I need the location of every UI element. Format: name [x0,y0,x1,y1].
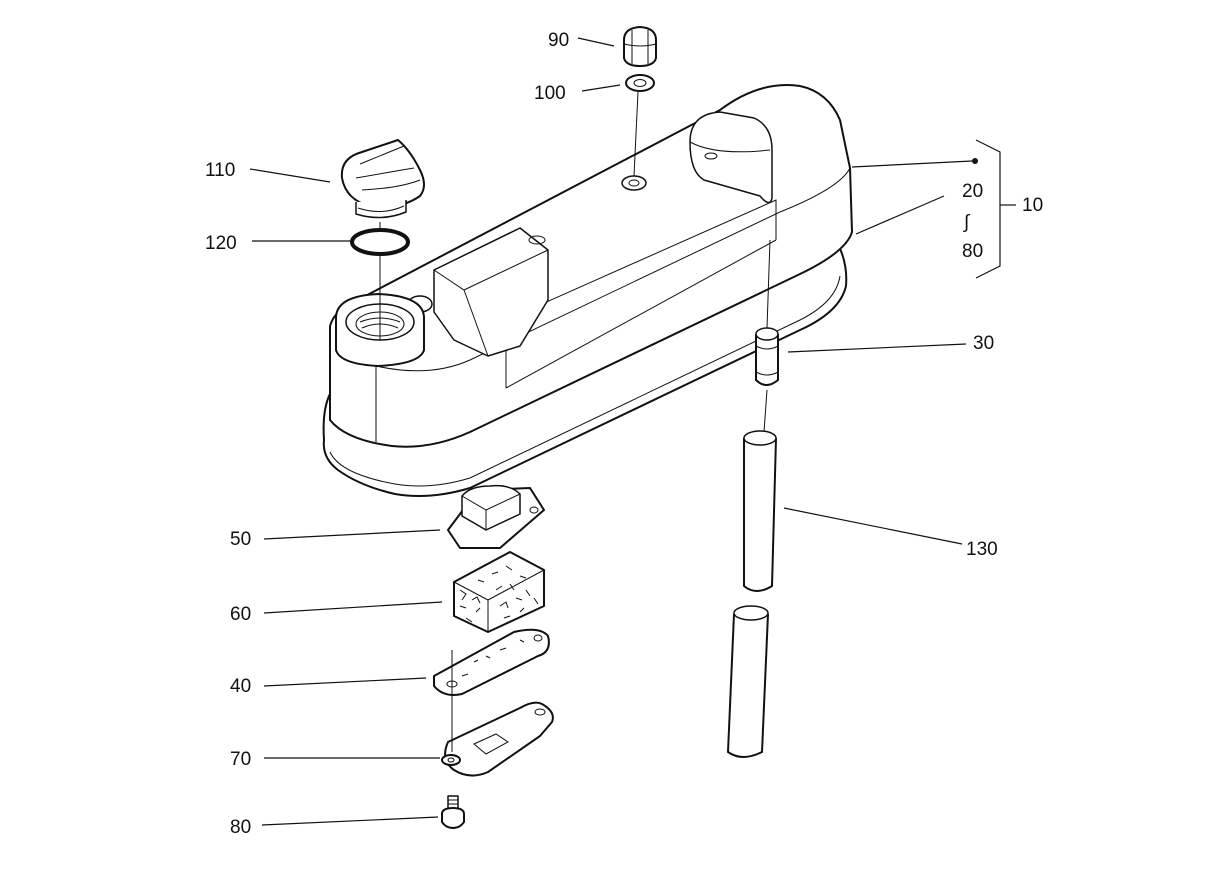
callout-60: 60 [230,604,251,625]
cap-nut-part [623,26,657,67]
washer-small-part [441,754,461,766]
o-ring-part [350,228,410,256]
assembly-axis [766,239,771,329]
callout-110: 110 [205,160,235,181]
callout-40: 40 [230,676,251,697]
washer-part [625,74,655,92]
filter-element-part [453,551,545,633]
callout-80: 80 [230,817,251,838]
oil-filler-cap [340,139,425,219]
callout-80-range: 80 [962,241,983,262]
breather-hose [727,430,777,758]
gasket-plate-part [433,628,550,696]
callout-120: 120 [205,233,237,254]
leader-lines [249,37,1016,826]
callout-20: 20 [962,181,983,202]
assembly-axis [763,389,768,433]
callout-100: 100 [534,83,566,104]
range-symbol: ∫ [963,212,971,233]
callout-30: 30 [973,333,994,354]
breather-housing-part [447,484,545,549]
callout-90: 90 [548,30,569,51]
callout-50: 50 [230,529,251,550]
cover-plate-part [444,701,554,777]
assembly-axis [633,91,639,177]
connector-tube [755,327,779,386]
screw-part [441,795,465,829]
callout-10: 10 [1022,195,1043,216]
callout-130: 130 [966,539,998,560]
callout-70: 70 [230,749,251,770]
